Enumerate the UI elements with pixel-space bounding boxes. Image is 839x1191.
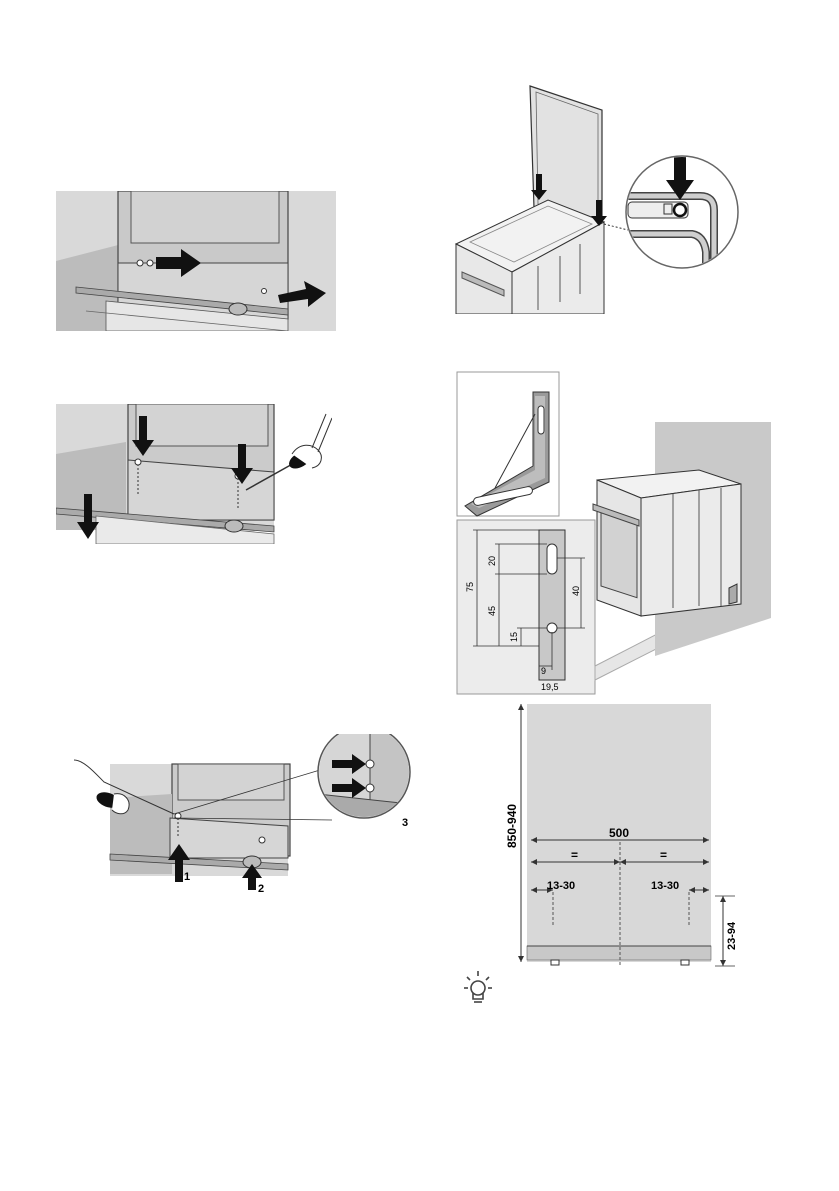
arrow-right-icon: [156, 249, 201, 277]
arrow-right-icon: [332, 778, 366, 798]
dim-40: 40: [571, 586, 581, 596]
dim-20: 20: [487, 556, 497, 566]
figure-niche: 850-940 500 = = 13-30 13-30 23-94: [505, 700, 745, 970]
niche-offset-left: 13-30: [547, 880, 575, 892]
callout-1: 1: [184, 871, 190, 883]
niche-offset-right: 13-30: [651, 880, 679, 892]
lightbulb-icon: [464, 971, 492, 1003]
arrow-down-icon: [666, 157, 694, 200]
arrow-down-icon: [132, 416, 154, 456]
screwdriver-icon: [245, 461, 297, 491]
arrow-right-icon: [278, 281, 326, 307]
dim-75: 75: [465, 582, 475, 592]
dim-9: 9: [541, 666, 546, 676]
arrow-down-icon: [531, 174, 547, 200]
arrow-down-icon: [231, 444, 253, 484]
arrow-down-icon: [591, 200, 607, 226]
callout-2: 2: [258, 883, 264, 894]
figure-bracket: 75 20 45 15 40 9 19,5: [455, 370, 775, 696]
figure-screws-down: [56, 404, 332, 544]
callout-3: 3: [402, 817, 408, 829]
dim-15: 15: [509, 632, 519, 642]
niche-foot-height: 23-94: [726, 921, 738, 950]
figure-stove-slide: [56, 191, 336, 331]
tip-lightbulb: [458, 968, 498, 1008]
figure-lid: [452, 76, 744, 314]
arrow-right-icon: [332, 754, 366, 774]
arrow-up-icon: [168, 844, 190, 882]
arrow-down-icon: [77, 494, 99, 539]
dim-45: 45: [487, 606, 497, 616]
niche-half-right: =: [660, 848, 667, 862]
arrow-up-icon: [242, 864, 262, 890]
figure-screw-up: 1 2 3: [70, 734, 420, 894]
niche-width: 500: [609, 826, 629, 840]
dim-19-5: 19,5: [541, 682, 559, 692]
niche-half-left: =: [571, 848, 578, 862]
niche-height: 850-940: [505, 804, 519, 848]
